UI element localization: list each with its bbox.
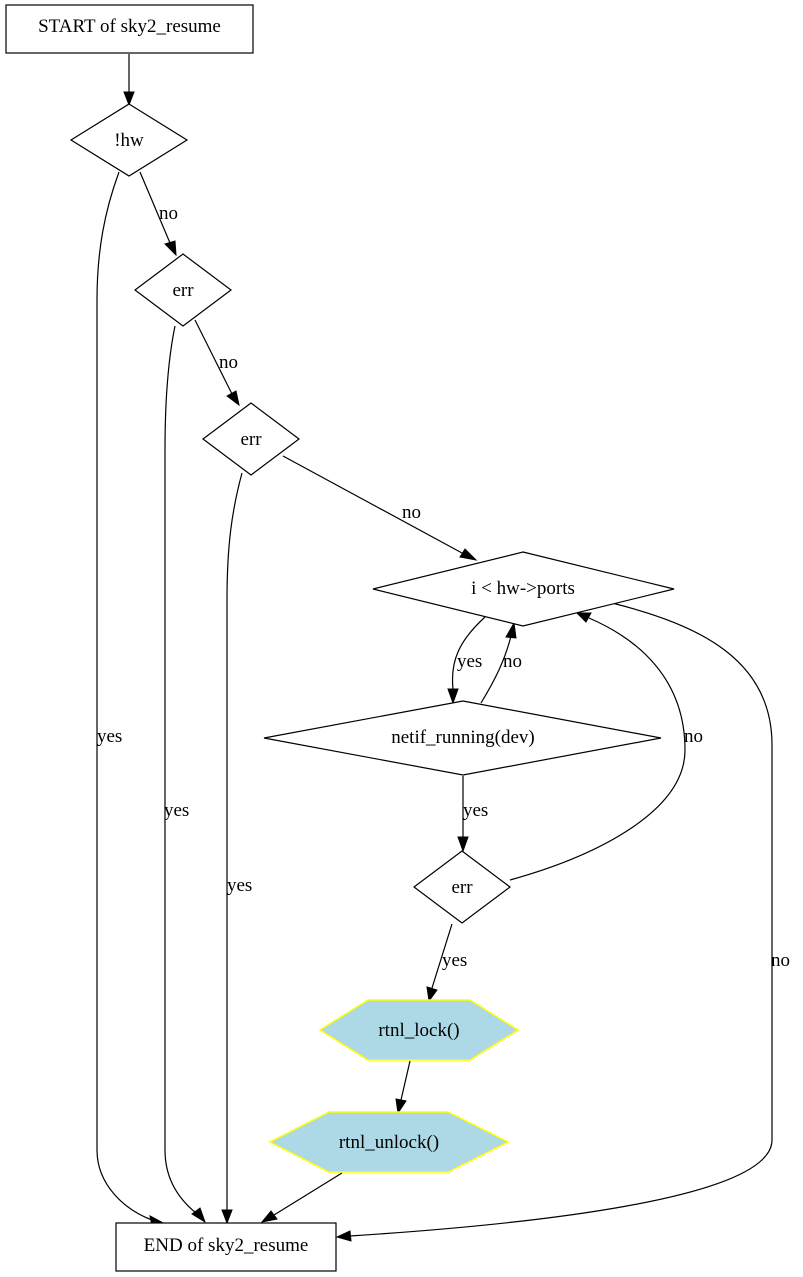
start-node: START of sky2_resume — [5, 4, 254, 54]
decision-netif: netif_running(dev) — [263, 700, 662, 776]
edge-netif-no — [480, 635, 512, 704]
arrowhead — [335, 1230, 352, 1242]
operation-rtnl-lock: rtnl_lock() — [318, 999, 520, 1061]
edge-hw-no — [139, 171, 171, 244]
edge-label-err1-yes: yes — [164, 800, 189, 821]
arrowhead — [426, 986, 438, 1003]
edge-err2-no — [282, 455, 463, 554]
edge-ports-yes — [451, 616, 486, 690]
edge-label-hw-yes: yes — [97, 726, 122, 747]
arrowhead — [191, 1207, 206, 1224]
arrowhead — [164, 240, 177, 257]
decision-hw-label: !hw — [114, 130, 144, 151]
edge-label-ports-no: no — [771, 950, 790, 971]
operation-rtnl-unlock-label: rtnl_unlock() — [339, 1132, 439, 1153]
arrowhead — [123, 91, 135, 107]
edge-err3-yes — [431, 923, 453, 989]
decision-ports: i < hw->ports — [372, 551, 675, 627]
edge-err3-no — [509, 617, 686, 881]
edge-label-err2-yes: yes — [227, 875, 252, 896]
edge-label-netif-no: no — [503, 651, 522, 672]
decision-err-1: err — [134, 253, 232, 327]
edge-label-ports-yes: yes — [457, 651, 482, 672]
decision-err-2: err — [202, 402, 300, 476]
end-node-label: END of sky2_resume — [144, 1235, 309, 1256]
operation-rtnl-unlock: rtnl_unlock() — [268, 1111, 510, 1173]
edges — [96, 54, 773, 1242]
edge-err1-no — [194, 319, 233, 395]
edge-hw-yes — [96, 171, 153, 1221]
arrowhead — [221, 1209, 233, 1225]
edge-err2-yes — [226, 472, 243, 1210]
arrowhead — [459, 548, 478, 561]
decision-err-1-label: err — [172, 280, 194, 301]
decision-netif-label: netif_running(dev) — [391, 727, 535, 748]
edge-ports-no — [349, 602, 773, 1237]
edge-lock-to-unlock — [400, 1060, 411, 1101]
decision-err-3-label: err — [451, 877, 473, 898]
operation-rtnl-lock-label: rtnl_lock() — [378, 1020, 459, 1041]
arrowhead — [395, 1098, 407, 1115]
arrowhead — [575, 612, 592, 623]
edge-label-err2-no: no — [402, 502, 421, 523]
end-node: END of sky2_resume — [115, 1222, 337, 1272]
edge-label-err3-no: no — [684, 726, 703, 747]
edge-label-err1-no: no — [219, 352, 238, 373]
decision-err-2-label: err — [240, 429, 262, 450]
decision-ports-label: i < hw->ports — [471, 578, 575, 599]
edge-label-err3-yes: yes — [442, 950, 467, 971]
arrowhead — [457, 836, 469, 853]
arrowhead — [505, 621, 517, 639]
arrowhead — [260, 1210, 278, 1223]
nodes: START of sky2_resume !hw err err i < hw-… — [5, 4, 675, 1272]
edge-labels: no yes no yes no yes yes no no yes yes n… — [97, 203, 790, 971]
start-node-label: START of sky2_resume — [38, 16, 221, 37]
decision-err-3: err — [413, 850, 511, 924]
arrowhead — [447, 688, 459, 705]
edge-label-hw-no: no — [159, 203, 178, 224]
arrowhead — [226, 390, 240, 407]
decision-hw: !hw — [69, 103, 189, 177]
edge-unlock-to-end — [273, 1172, 343, 1216]
edge-err1-yes — [164, 325, 197, 1214]
edge-label-netif-yes: yes — [463, 800, 488, 821]
